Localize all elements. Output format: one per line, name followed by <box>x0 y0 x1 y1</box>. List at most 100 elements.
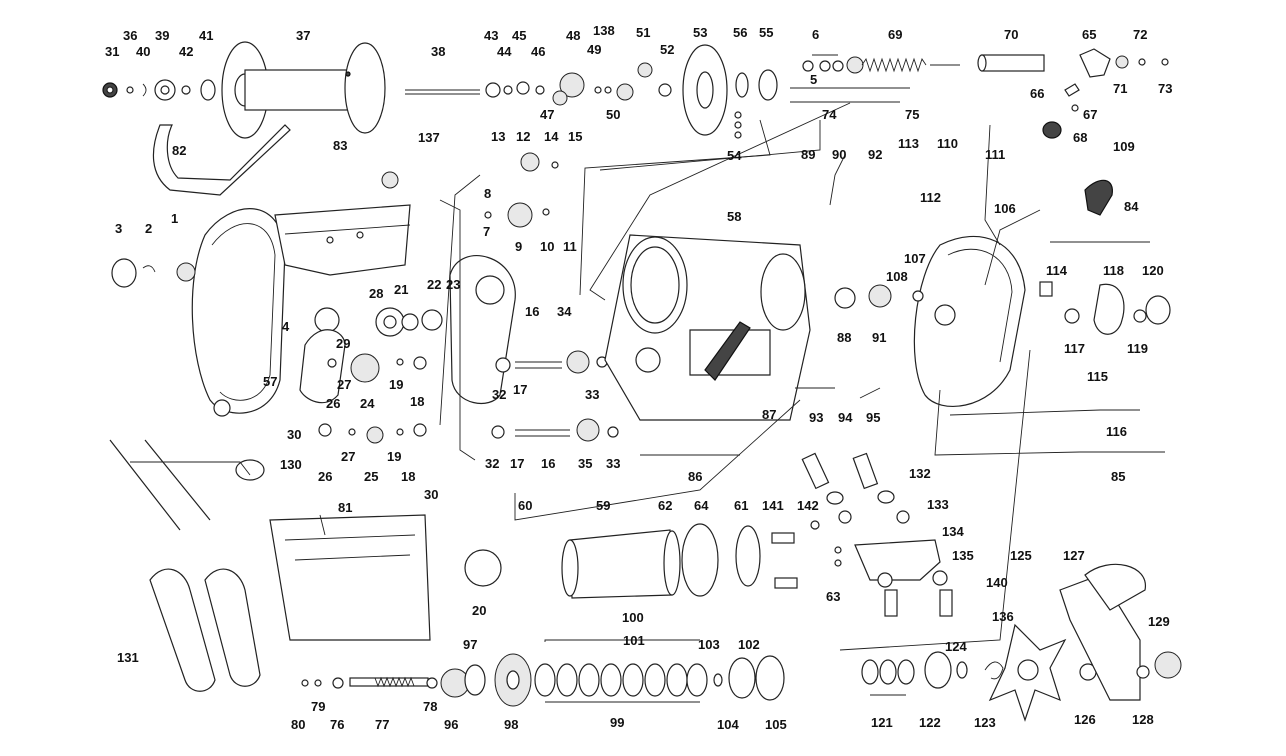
part-label-63: 63 <box>826 589 841 604</box>
part-label-21: 21 <box>394 282 409 297</box>
part-label-104: 104 <box>717 717 739 732</box>
part-label-89: 89 <box>801 147 816 162</box>
part-label-19: 19 <box>389 377 404 392</box>
part-label-10: 10 <box>540 239 555 254</box>
part-label-142: 142 <box>797 498 819 513</box>
part-label-14: 14 <box>544 129 559 144</box>
part-label-102: 102 <box>738 637 760 652</box>
part-label-20: 20 <box>472 603 487 618</box>
part-label-19: 19 <box>387 449 402 464</box>
part-label-79: 79 <box>311 699 326 714</box>
part-label-2: 2 <box>145 221 153 236</box>
part-label-70: 70 <box>1004 27 1019 42</box>
part-label-53: 53 <box>693 25 708 40</box>
part-label-43: 43 <box>484 28 499 43</box>
part-label-131: 131 <box>117 650 139 665</box>
part-label-32: 32 <box>492 387 507 402</box>
part-label-39: 39 <box>155 28 170 43</box>
part-label-52: 52 <box>660 42 675 57</box>
part-label-13: 13 <box>491 129 506 144</box>
part-label-15: 15 <box>568 129 583 144</box>
part-label-113: 113 <box>898 136 919 151</box>
part-label-120: 120 <box>1142 263 1164 278</box>
part-label-97: 97 <box>463 637 478 652</box>
part-label-121: 121 <box>871 715 893 730</box>
part-label-26: 26 <box>318 469 333 484</box>
part-label-100: 100 <box>622 610 644 625</box>
part-label-12: 12 <box>516 129 531 144</box>
part-label-34: 34 <box>557 304 572 319</box>
part-label-123: 123 <box>974 715 996 730</box>
part-label-116: 116 <box>1106 424 1127 439</box>
part-label-46: 46 <box>531 44 546 59</box>
part-label-82: 82 <box>172 143 187 158</box>
part-label-68: 68 <box>1073 130 1088 145</box>
part-label-111: 111 <box>985 147 1006 162</box>
part-label-11: 11 <box>563 239 577 254</box>
part-label-50: 50 <box>606 107 621 122</box>
part-label-114: 114 <box>1046 263 1067 278</box>
part-label-98: 98 <box>504 717 519 732</box>
part-label-16: 16 <box>541 456 556 471</box>
part-label-99: 99 <box>610 715 625 730</box>
part-label-85: 85 <box>1111 469 1126 484</box>
part-label-80: 80 <box>291 717 306 732</box>
part-label-65: 65 <box>1082 27 1097 42</box>
part-label-134: 134 <box>942 524 964 539</box>
part-label-77: 77 <box>375 717 390 732</box>
part-label-31: 31 <box>105 44 120 59</box>
part-label-73: 73 <box>1158 81 1173 96</box>
part-label-44: 44 <box>497 44 512 59</box>
part-label-133: 133 <box>927 497 949 512</box>
part-label-109: 109 <box>1113 139 1135 154</box>
part-label-115: 115 <box>1087 369 1108 384</box>
part-label-3: 3 <box>115 221 123 236</box>
part-label-67: 67 <box>1083 107 1098 122</box>
part-label-72: 72 <box>1133 27 1148 42</box>
part-label-112: 112 <box>920 190 941 205</box>
part-label-30: 30 <box>424 487 439 502</box>
part-label-6: 6 <box>812 27 820 42</box>
part-label-107: 107 <box>904 251 926 266</box>
part-label-33: 33 <box>606 456 621 471</box>
part-label-56: 56 <box>733 25 748 40</box>
part-label-130: 130 <box>280 457 302 472</box>
part-label-40: 40 <box>136 44 151 59</box>
part-label-26: 26 <box>326 396 341 411</box>
part-label-106: 106 <box>994 201 1016 216</box>
left-sideplate <box>111 124 411 417</box>
part-label-48: 48 <box>566 28 581 43</box>
part-label-110: 110 <box>937 136 958 151</box>
part-label-7: 7 <box>483 224 491 239</box>
part-label-29: 29 <box>336 336 351 351</box>
right-sideplate <box>834 179 1171 453</box>
part-label-42: 42 <box>179 44 194 59</box>
part-label-93: 93 <box>809 410 824 425</box>
leader-lines <box>130 54 1101 703</box>
part-label-141: 141 <box>762 498 784 513</box>
part-label-127: 127 <box>1063 548 1085 563</box>
part-label-94: 94 <box>838 410 853 425</box>
part-label-92: 92 <box>868 147 883 162</box>
part-label-58: 58 <box>727 209 742 224</box>
part-label-136: 136 <box>992 609 1014 624</box>
part-label-49: 49 <box>587 42 602 57</box>
part-label-88: 88 <box>837 330 852 345</box>
part-label-54: 54 <box>727 148 742 163</box>
part-label-64: 64 <box>694 498 709 513</box>
part-label-129: 129 <box>1148 614 1170 629</box>
part-label-105: 105 <box>765 717 787 732</box>
part-label-137: 137 <box>418 130 440 145</box>
part-label-55: 55 <box>759 25 774 40</box>
part-label-124: 124 <box>945 639 967 654</box>
part-label-4: 4 <box>282 319 290 334</box>
part-label-36: 36 <box>123 28 138 43</box>
part-label-138: 138 <box>593 23 615 38</box>
part-label-45: 45 <box>512 28 527 43</box>
part-label-90: 90 <box>832 147 847 162</box>
part-label-135: 135 <box>952 548 974 563</box>
part-label-16: 16 <box>525 304 540 319</box>
part-label-78: 78 <box>423 699 438 714</box>
